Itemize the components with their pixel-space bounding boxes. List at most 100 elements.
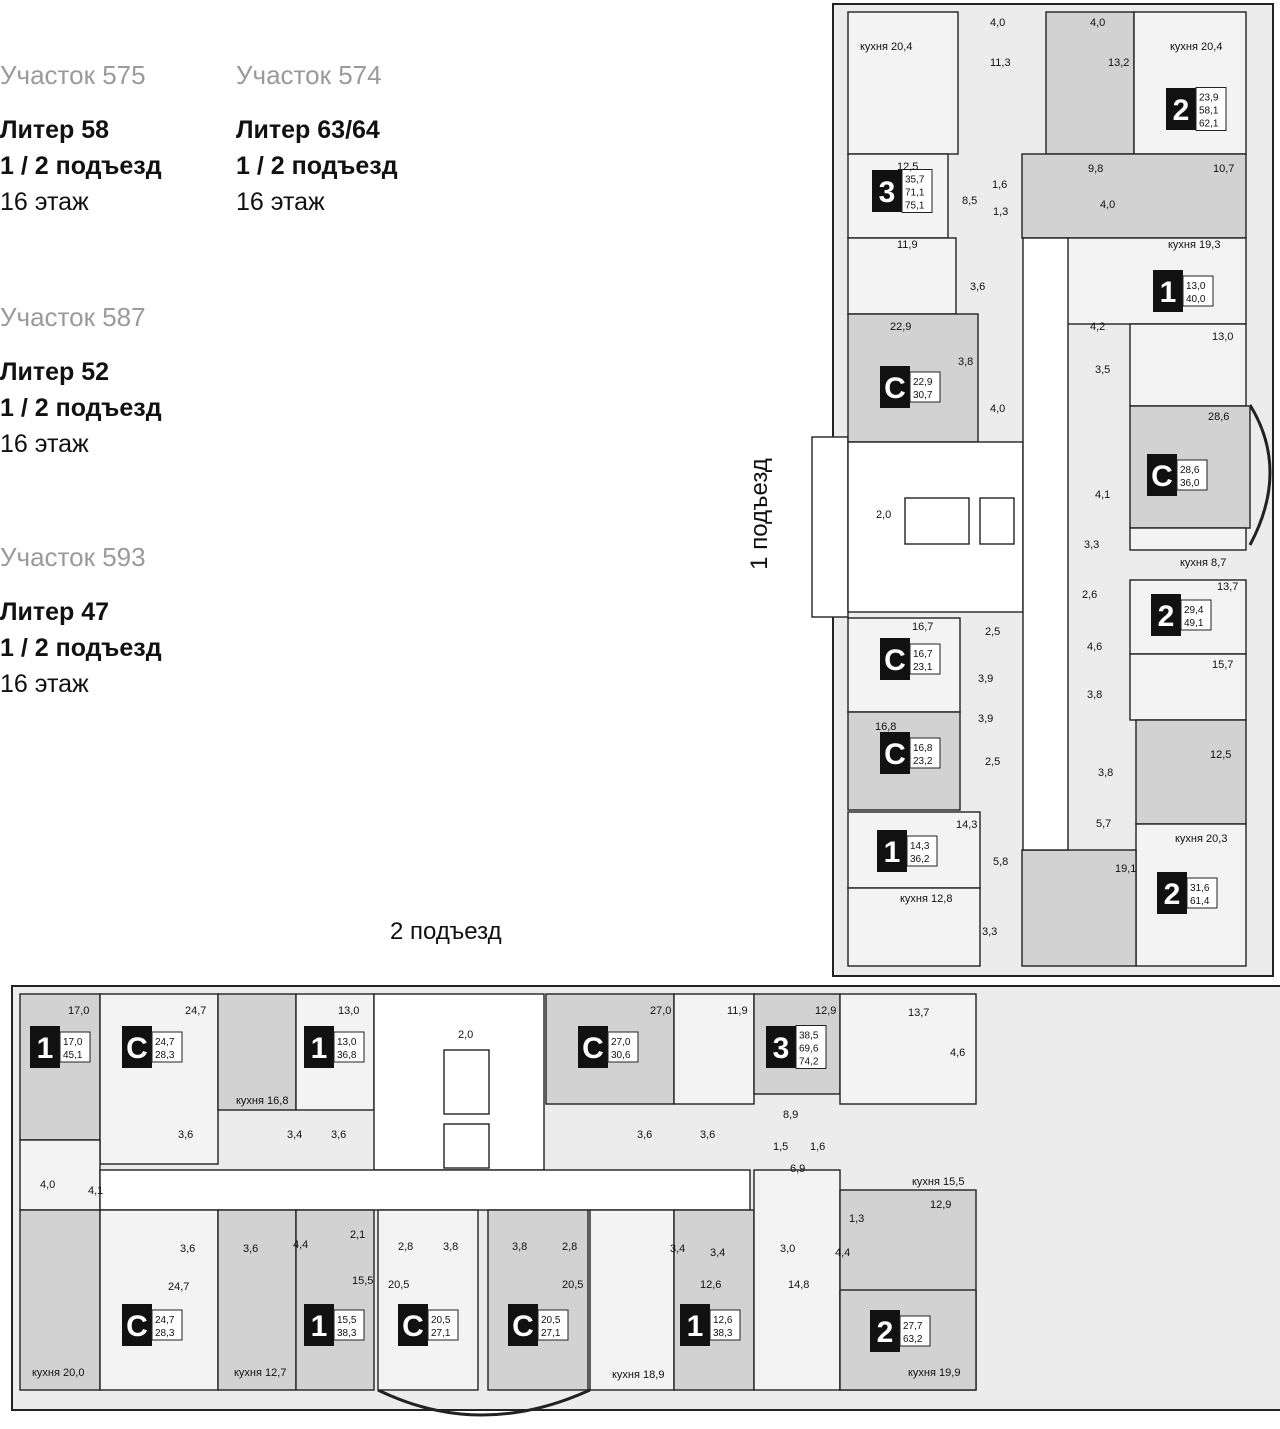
apartment-area-value: 20,5 bbox=[541, 1315, 561, 1326]
apartment-type-label: 1 bbox=[311, 1310, 328, 1343]
apartment-area-box bbox=[909, 737, 941, 769]
apartment-type-badge bbox=[508, 1304, 538, 1346]
entrances-label: 1 / 2 подъезд bbox=[0, 152, 162, 180]
apartment-area-box bbox=[1180, 599, 1212, 631]
apartment-area-box bbox=[59, 1031, 91, 1063]
room-area-label: 1,5 bbox=[773, 1141, 788, 1153]
apartment-area-value: 27,0 bbox=[611, 1037, 631, 1048]
apartment-area-box bbox=[909, 371, 941, 403]
apartment-area-value: 61,4 bbox=[1190, 896, 1210, 907]
room-area-label: 9,8 bbox=[1088, 163, 1103, 175]
room-area-label: 6,9 bbox=[790, 1163, 805, 1175]
apartment-area-value: 69,6 bbox=[799, 1044, 819, 1055]
room-area-label: 27,0 bbox=[650, 1005, 671, 1017]
apartment-type-label: 1 bbox=[687, 1310, 704, 1343]
apartment-area-box bbox=[1176, 459, 1208, 491]
apartment-area-box bbox=[901, 169, 933, 213]
apartment-type-badge bbox=[1166, 88, 1196, 130]
room-area-label: 3,4 bbox=[710, 1247, 725, 1259]
apartment-type-badge bbox=[1153, 270, 1183, 312]
apartment-area-box bbox=[1195, 87, 1227, 131]
entrances-label: 1 / 2 подъезд bbox=[0, 394, 162, 422]
room-area-label: кухня 20,4 bbox=[1170, 41, 1222, 53]
apartment-area-value: 17,0 bbox=[63, 1037, 83, 1048]
room-area-label: 4,1 bbox=[1095, 489, 1110, 501]
room-area-label: 3,0 bbox=[780, 1243, 795, 1255]
apartment-area-value: 13,0 bbox=[337, 1037, 357, 1048]
apartment-type-badge bbox=[304, 1026, 334, 1068]
apartment-type-badge bbox=[877, 830, 907, 872]
apartment-area-value: 23,9 bbox=[1199, 93, 1219, 104]
plot-label: Участок 593 bbox=[0, 542, 146, 572]
apartment-type-label: С bbox=[884, 372, 906, 405]
apartment-area-value: 40,0 bbox=[1186, 294, 1206, 305]
apartment-area-value: 28,6 bbox=[1180, 465, 1200, 476]
room-area-label: 11,3 bbox=[990, 57, 1011, 69]
room-area-label: 2,0 bbox=[458, 1029, 473, 1041]
apartment-area-value: 36,2 bbox=[910, 854, 930, 865]
room-area-label: 17,0 bbox=[68, 1005, 89, 1017]
room-area-label: 3,8 bbox=[443, 1241, 458, 1253]
apartment-type-label: С bbox=[884, 738, 906, 771]
room-area-label: 13,2 bbox=[1108, 57, 1129, 69]
room-area-label: 3,6 bbox=[180, 1243, 195, 1255]
room-area-label: 3,9 bbox=[978, 713, 993, 725]
room-area-label: кухня 20,0 bbox=[32, 1367, 84, 1379]
apartment-area-value: 71,1 bbox=[905, 188, 925, 199]
apartment-area-value: 74,2 bbox=[799, 1057, 819, 1068]
plot-label: Участок 587 bbox=[0, 302, 146, 332]
apartment-type-label: 2 bbox=[1173, 94, 1190, 127]
entrance-2-label: 2 подъезд bbox=[390, 918, 502, 945]
apartment-area-value: 63,2 bbox=[903, 1334, 923, 1345]
room-area-label: 3,6 bbox=[178, 1129, 193, 1141]
room-area-label: 3,4 bbox=[670, 1243, 685, 1255]
legend-block-2: Участок 587 Литер 52 1 / 2 подъезд 16 эт… bbox=[0, 302, 162, 462]
room-area-label: 3,8 bbox=[958, 356, 973, 368]
apartment-type-badge bbox=[122, 1304, 152, 1346]
apartment-area-value: 58,1 bbox=[1199, 106, 1219, 117]
room-area-label: 1,6 bbox=[810, 1141, 825, 1153]
apartment-type-label: С bbox=[126, 1310, 148, 1343]
room-area-label: 4,0 bbox=[1100, 199, 1115, 211]
room-area-label: 13,7 bbox=[908, 1007, 929, 1019]
apartment-area-box bbox=[909, 643, 941, 675]
apartment-type-badge bbox=[1147, 454, 1177, 496]
apartment-area-value: 38,3 bbox=[337, 1328, 357, 1339]
apartment-area-value: 27,1 bbox=[541, 1328, 561, 1339]
room-area-label: 1,3 bbox=[849, 1213, 864, 1225]
room-area-label: 2,0 bbox=[876, 509, 891, 521]
apartment-type-label: 3 bbox=[773, 1032, 790, 1065]
legend-block-1: Участок 574 Литер 63/64 1 / 2 подъезд 16… bbox=[236, 60, 398, 220]
room-area-label: 4,0 bbox=[990, 403, 1005, 415]
room-area-label: кухня 18,9 bbox=[612, 1369, 664, 1381]
room-area-label: 1,3 bbox=[993, 206, 1008, 218]
apartment-area-value: 23,2 bbox=[913, 756, 933, 767]
entrances-label: 1 / 2 подъезд bbox=[236, 152, 398, 180]
liter-label: Литер 58 bbox=[0, 116, 110, 144]
floor-label: 16 этаж bbox=[0, 430, 89, 458]
apartment-area-value: 28,3 bbox=[155, 1050, 175, 1061]
apartment-type-badge bbox=[1157, 872, 1187, 914]
apartment-type-label: 3 bbox=[879, 176, 896, 209]
apartment-type-badge bbox=[680, 1304, 710, 1346]
apartment-area-value: 38,3 bbox=[713, 1328, 733, 1339]
room-area-label: 4,4 bbox=[293, 1239, 308, 1251]
legend-block-0: Участок 575 Литер 58 1 / 2 подъезд 16 эт… bbox=[0, 60, 162, 220]
apartment-type-label: С bbox=[582, 1032, 604, 1065]
apartment-type-label: С bbox=[512, 1310, 534, 1343]
apartment-type-badge bbox=[880, 638, 910, 680]
room-area-label: 2,5 bbox=[985, 756, 1000, 768]
apartment-area-box bbox=[427, 1309, 459, 1341]
apartment-area-value: 23,1 bbox=[913, 662, 933, 673]
